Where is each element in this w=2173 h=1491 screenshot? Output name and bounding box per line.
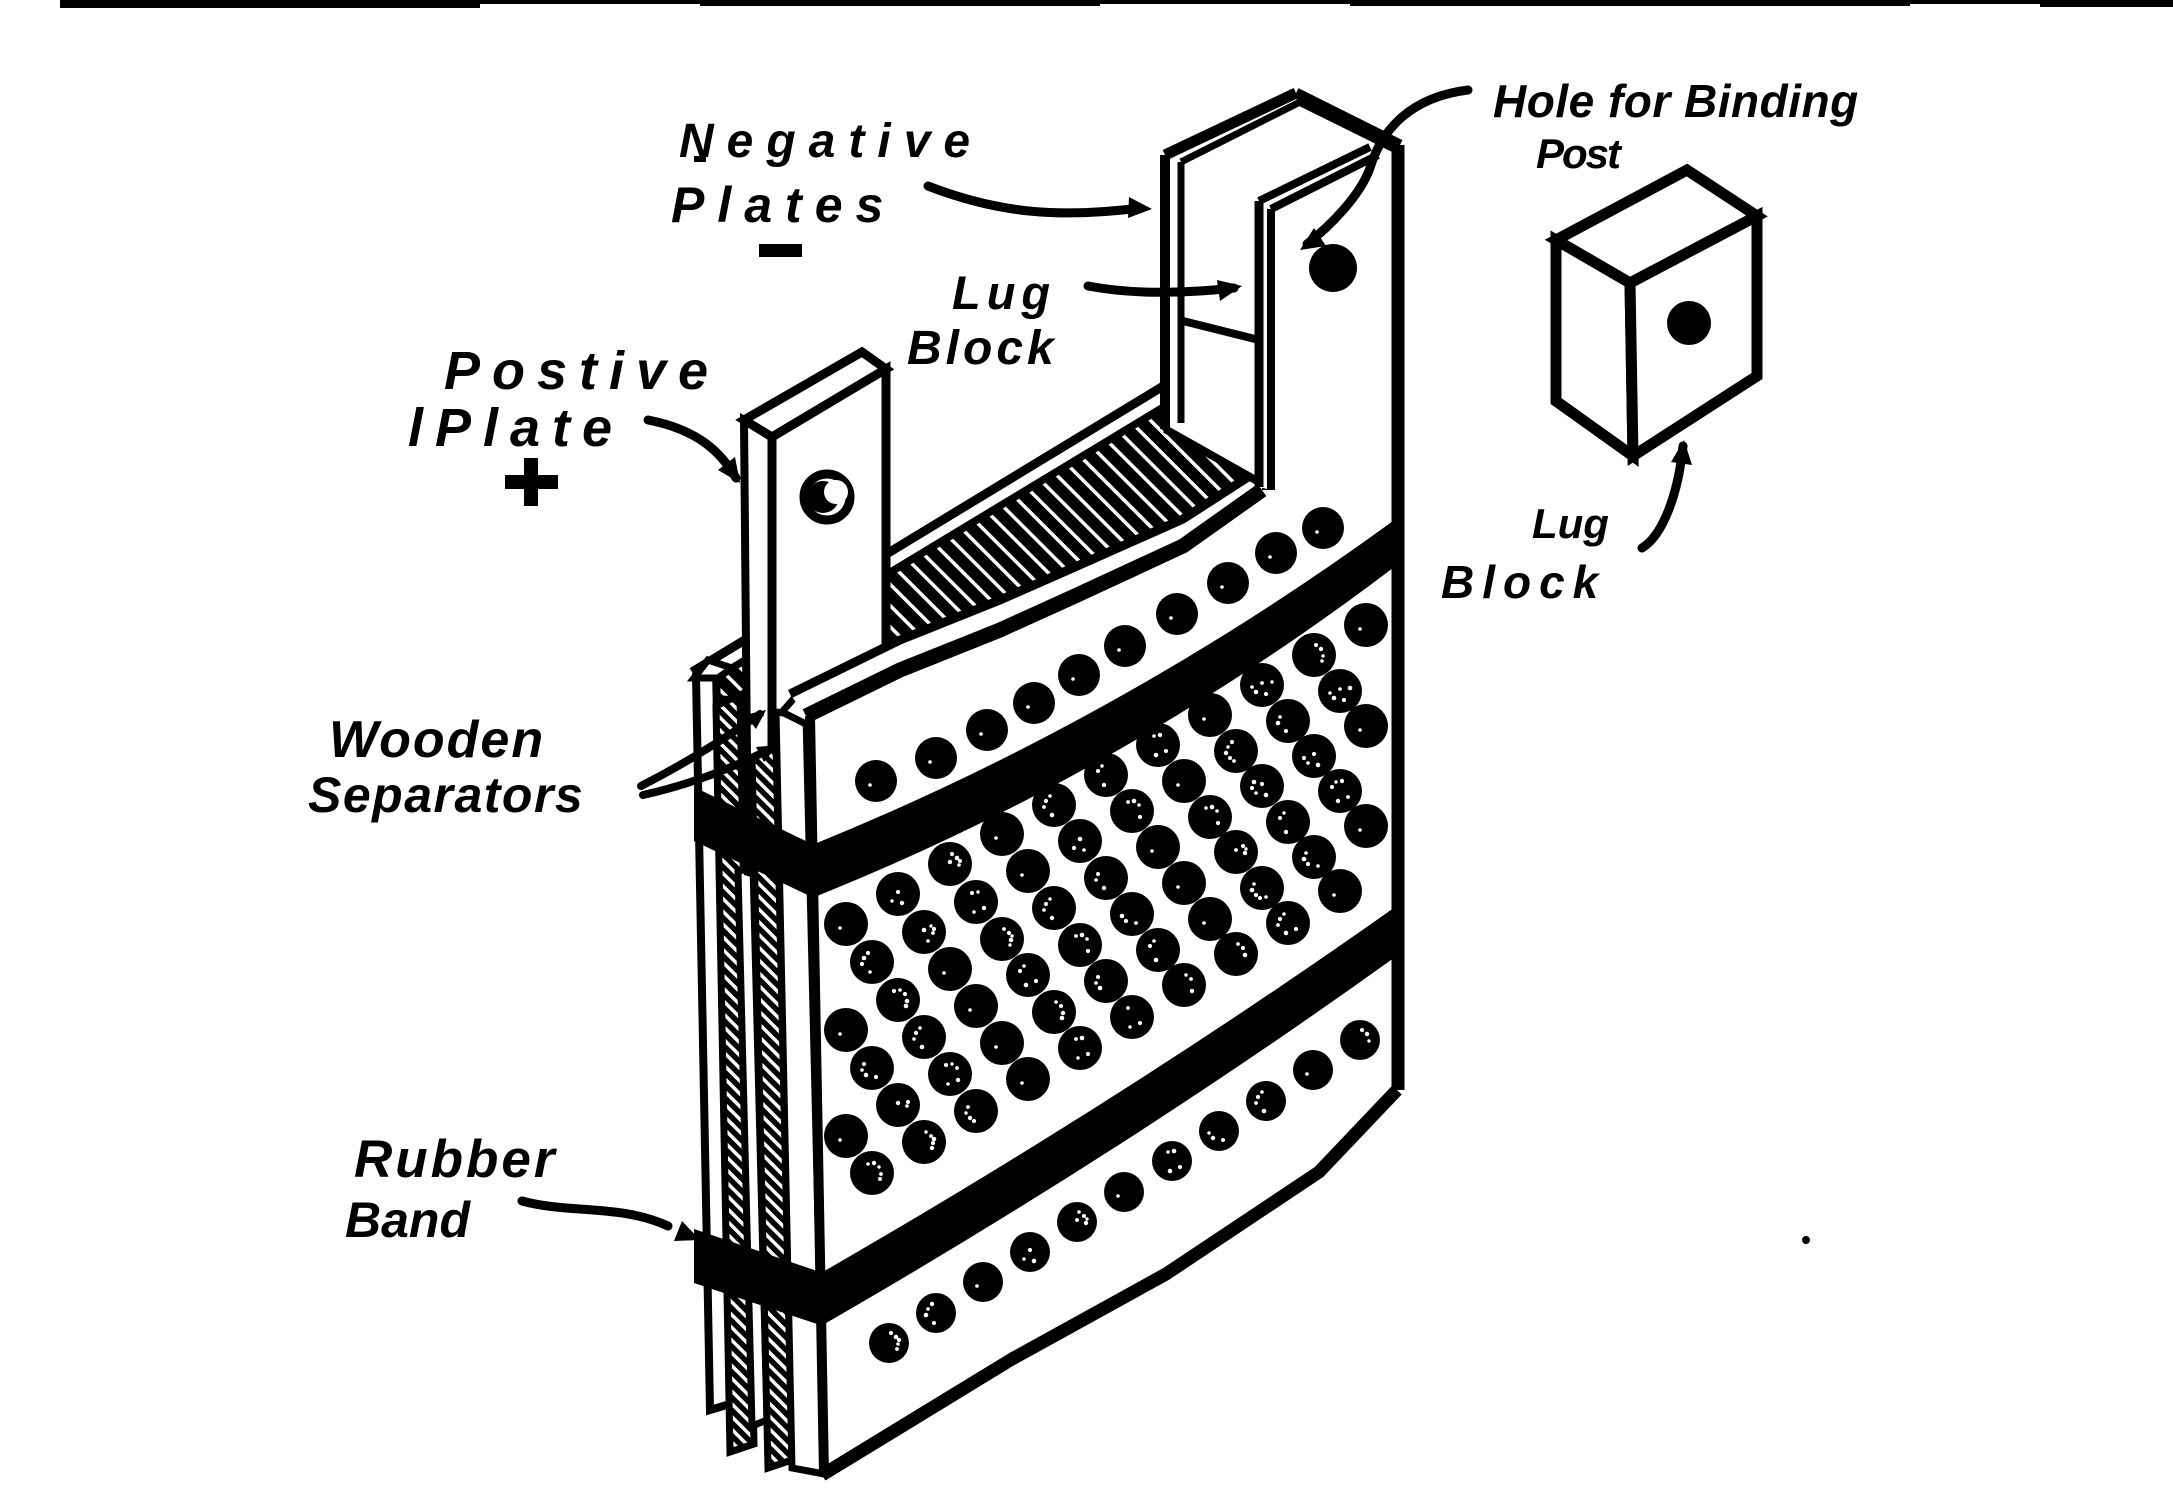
svg-text:Wooden: Wooden [329,711,545,769]
svg-text:Block: Block [907,322,1058,375]
svg-text:lPlate: lPlate [408,398,624,458]
svg-text:Lug: Lug [952,266,1056,319]
svg-text:Hole for Binding: Hole for Binding [1493,75,1859,127]
svg-text:Negative: Negative [679,115,983,168]
svg-text:Rubber: Rubber [354,1130,558,1189]
svg-text:Postive: Postive [444,341,720,401]
svg-text:Separators: Separators [308,767,584,823]
svg-text:Post: Post [1536,130,1623,177]
svg-text:Block: Block [1441,556,1606,608]
svg-text:Band: Band [345,1192,471,1248]
svg-text:Lug: Lug [1532,500,1609,547]
svg-text:Plates: Plates [671,177,896,233]
